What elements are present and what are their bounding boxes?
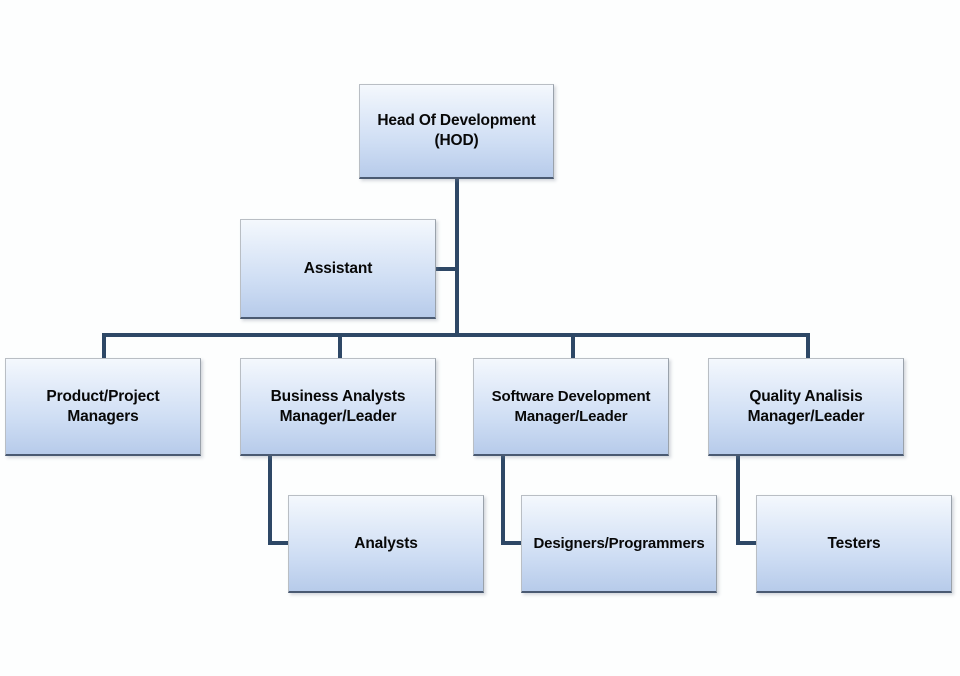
connector-hod-trunk [455, 177, 459, 337]
connector-business-analysts-analysts-vertical [268, 455, 272, 545]
node-product-project-managers[interactable]: Product/Project Managers [5, 358, 201, 456]
connector-software-development-designers-vertical [501, 455, 505, 545]
connector-quality-analisis-testers-vertical [736, 455, 740, 545]
node-assistant[interactable]: Assistant [240, 219, 436, 319]
connector-drop-business-analysts [338, 333, 342, 359]
connector-distribution-bar [102, 333, 810, 337]
node-business-analysts-manager[interactable]: Business Analysts Manager/Leader [240, 358, 436, 456]
node-label-business-analysts-manager: Business Analysts Manager/Leader [270, 387, 406, 425]
node-label-product-project-managers: Product/Project Managers [46, 387, 160, 425]
connector-drop-product-project-managers [102, 333, 106, 359]
node-software-development-manager[interactable]: Software Development Manager/Leader [473, 358, 669, 456]
node-label-quality-analisis-manager: Quality Analisis Manager/Leader [747, 387, 865, 425]
node-analysts[interactable]: Analysts [288, 495, 484, 593]
node-designers-programmers[interactable]: Designers/Programmers [521, 495, 717, 593]
connector-drop-software-development [571, 333, 575, 359]
node-label-head-of-development: Head Of Development (HOD) [377, 112, 536, 149]
connector-drop-quality-analisis [806, 333, 810, 359]
node-testers[interactable]: Testers [756, 495, 952, 593]
node-label-software-development-manager: Software Development Manager/Leader [491, 388, 651, 425]
node-label-testers: Testers [827, 534, 881, 552]
node-quality-analisis-manager[interactable]: Quality Analisis Manager/Leader [708, 358, 904, 456]
node-label-assistant: Assistant [303, 259, 373, 277]
connector-quality-analisis-testers-horizontal [736, 541, 760, 545]
connector-business-analysts-analysts-horizontal [268, 541, 292, 545]
connector-trunk-assistant [434, 267, 457, 271]
node-head-of-development[interactable]: Head Of Development (HOD) [359, 84, 554, 179]
node-label-designers-programmers: Designers/Programmers [533, 534, 705, 552]
node-label-analysts: Analysts [354, 534, 418, 552]
connector-software-development-designers-horizontal [501, 541, 525, 545]
